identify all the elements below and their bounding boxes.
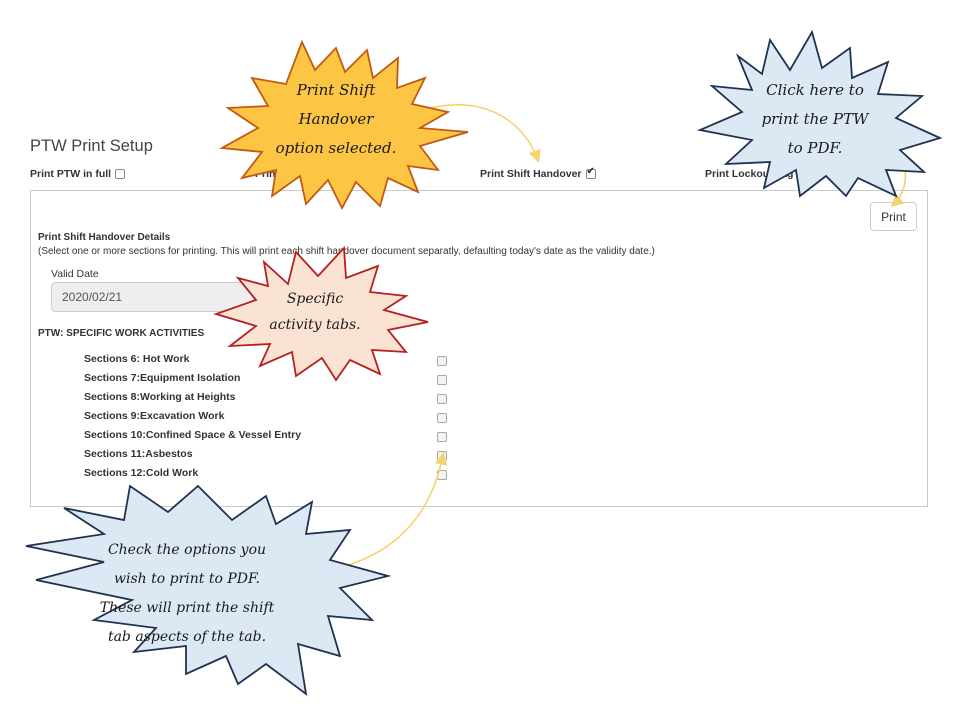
activity-label: Sections 10:Confined Space & Vessel Entr… — [84, 429, 302, 441]
activity-label: Sections 11:Asbestos — [84, 448, 193, 460]
callout-print-pdf: Click here to print the PTW to PDF. — [735, 76, 895, 163]
activity-label: Sections 7:Equipment Isolation — [84, 372, 241, 384]
details-title: Print Shift Handover Details — [38, 232, 171, 243]
activity-checkbox-confined-space[interactable] — [437, 432, 447, 442]
callout-shift-handover: Print Shift Handover option selected. — [250, 76, 422, 163]
callout-line: tab aspects of the tab. — [107, 629, 267, 645]
print-full-checkbox[interactable] — [115, 169, 126, 179]
arrow-to-checkboxes — [319, 451, 448, 573]
callout-line: Click here to — [766, 81, 864, 99]
activity-checkbox-working-at-heights[interactable] — [437, 394, 447, 404]
callout-specific-tabs: Specific activity tabs. — [250, 286, 380, 338]
activity-label: Sections 9:Excavation Work — [84, 410, 225, 422]
option-print-shift-handover[interactable]: Print Shift Handover — [480, 166, 596, 180]
activity-checkbox-hot-work[interactable] — [437, 356, 447, 366]
callout-line: Check the options you — [107, 542, 267, 558]
activity-label: Sections 12:Cold Work — [84, 467, 199, 479]
callout-line: Handover — [298, 110, 374, 128]
activity-label: Sections 6: Hot Work — [84, 353, 190, 365]
valid-date-label: Valid Date — [51, 268, 99, 280]
option-print-ptw-full[interactable]: Print PTW in full — [30, 168, 126, 180]
page-title: PTW Print Setup — [30, 137, 153, 155]
callout-line: activity tabs. — [269, 317, 361, 333]
callout-line: These will print the shift — [99, 600, 275, 616]
shift-handover-checkbox[interactable] — [585, 166, 596, 179]
activity-checkbox-excavation-work[interactable] — [437, 413, 447, 423]
callout-line: option selected. — [275, 139, 397, 157]
callout-print-pdf-burst — [696, 29, 943, 198]
option-label: Print Shift Handover — [480, 168, 582, 180]
valid-date-input[interactable] — [51, 282, 261, 312]
callout-line: Print Shift — [296, 81, 376, 99]
arrow-to-shift-handover — [429, 104, 541, 163]
activity-checkbox-equipment-isolation[interactable] — [437, 375, 447, 385]
details-description: (Select one or more sections for printin… — [38, 246, 655, 257]
shift-handover-panel — [30, 190, 928, 507]
callout-line: print the PTW — [761, 110, 869, 128]
callout-line: Specific — [286, 291, 344, 307]
print-button[interactable]: Print — [870, 202, 917, 231]
callout-shift-handover-burst — [219, 39, 469, 210]
callout-specific-tabs-burst — [213, 245, 429, 382]
callout-check-options: Check the options you wish to print to P… — [82, 536, 292, 652]
callout-check-options-burst — [25, 484, 392, 697]
activities-heading: PTW: SPECIFIC WORK ACTIVITIES — [38, 328, 205, 339]
callout-line: wish to print to PDF. — [114, 571, 260, 587]
callout-line: to PDF. — [787, 139, 843, 157]
activity-label: Sections 8:Working at Heights — [84, 391, 236, 403]
option-label: Print PTW in full — [30, 168, 112, 180]
